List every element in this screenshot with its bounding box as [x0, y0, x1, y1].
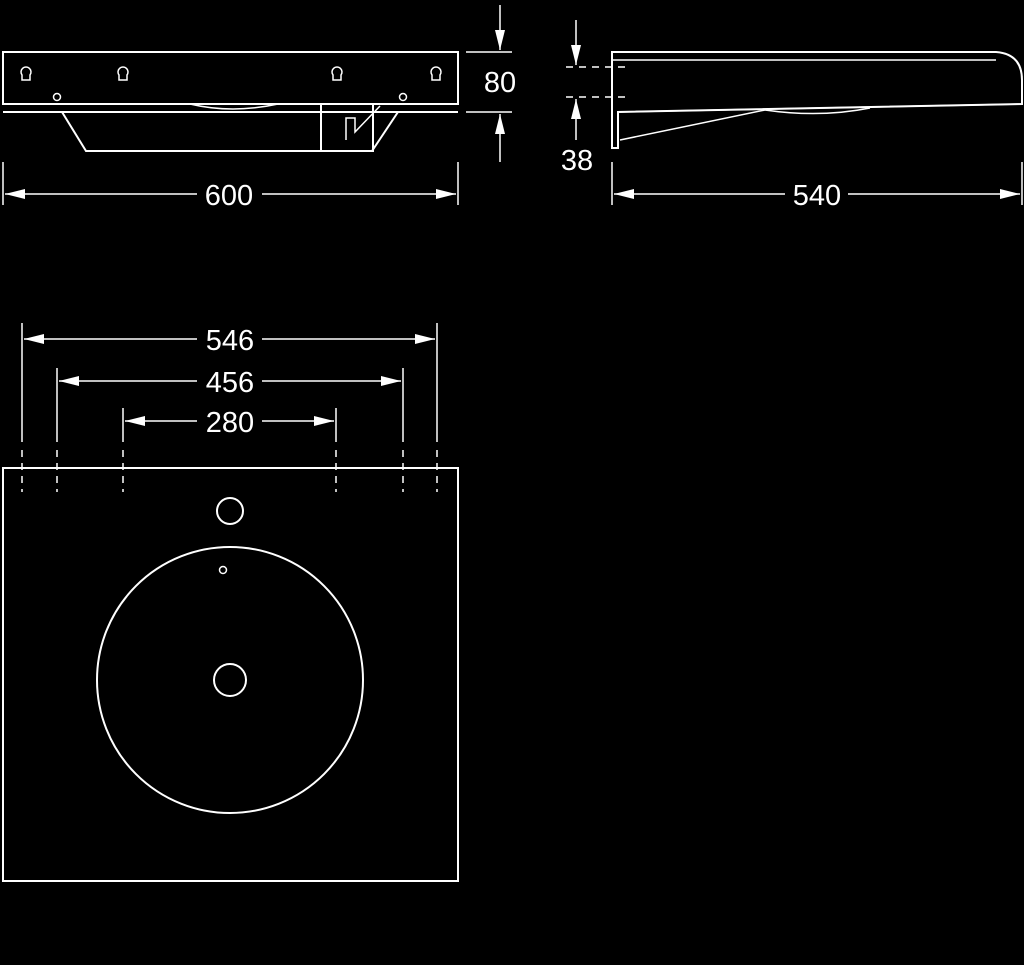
keyhole-icon — [331, 66, 343, 81]
bowl-rim — [96, 546, 364, 814]
dim-top-inner-label: 280 — [206, 407, 254, 439]
top-view — [2, 467, 459, 882]
dim-side-rim-label: 38 — [561, 145, 593, 177]
dim-side-depth: 540 — [611, 162, 1023, 212]
keyhole-icon — [430, 66, 442, 81]
drain-hole — [213, 663, 247, 697]
keyhole-icon — [117, 66, 129, 81]
dim-front-width-label: 600 — [205, 180, 253, 212]
dim-top-outer: 546 — [24, 325, 435, 357]
front-basin-body — [2, 51, 459, 105]
dim-side-depth-label: 540 — [793, 180, 841, 212]
dim-front-width: 600 — [2, 162, 459, 212]
front-bowl-curve — [189, 103, 279, 110]
front-drain-box — [320, 103, 374, 152]
dim-side-rim: 38 — [561, 20, 630, 177]
dim-front-height: 80 — [466, 5, 516, 162]
top-basin-outline — [2, 467, 459, 882]
front-screw-hole-left — [52, 92, 62, 102]
dim-top-outer-label: 546 — [206, 325, 254, 357]
overflow-hole — [218, 565, 228, 575]
dim-top-inner: 280 — [125, 407, 334, 439]
side-basin-profile — [611, 51, 1023, 149]
keyhole-icon — [20, 66, 32, 81]
side-view — [611, 51, 1023, 149]
side-bowl-curve — [764, 107, 871, 115]
front-bowl-underside — [61, 111, 399, 152]
front-drain-pipe — [345, 105, 381, 140]
dim-top-mid: 456 — [59, 367, 401, 399]
tap-hole — [216, 497, 244, 525]
side-bottom-line — [617, 103, 1023, 113]
front-view — [2, 51, 459, 152]
top-extension-lines — [21, 323, 438, 492]
side-bowl-slope — [619, 109, 766, 141]
dim-top-mid-label: 456 — [206, 367, 254, 399]
dim-front-height-label: 80 — [484, 67, 516, 99]
front-screw-hole-right — [398, 92, 408, 102]
